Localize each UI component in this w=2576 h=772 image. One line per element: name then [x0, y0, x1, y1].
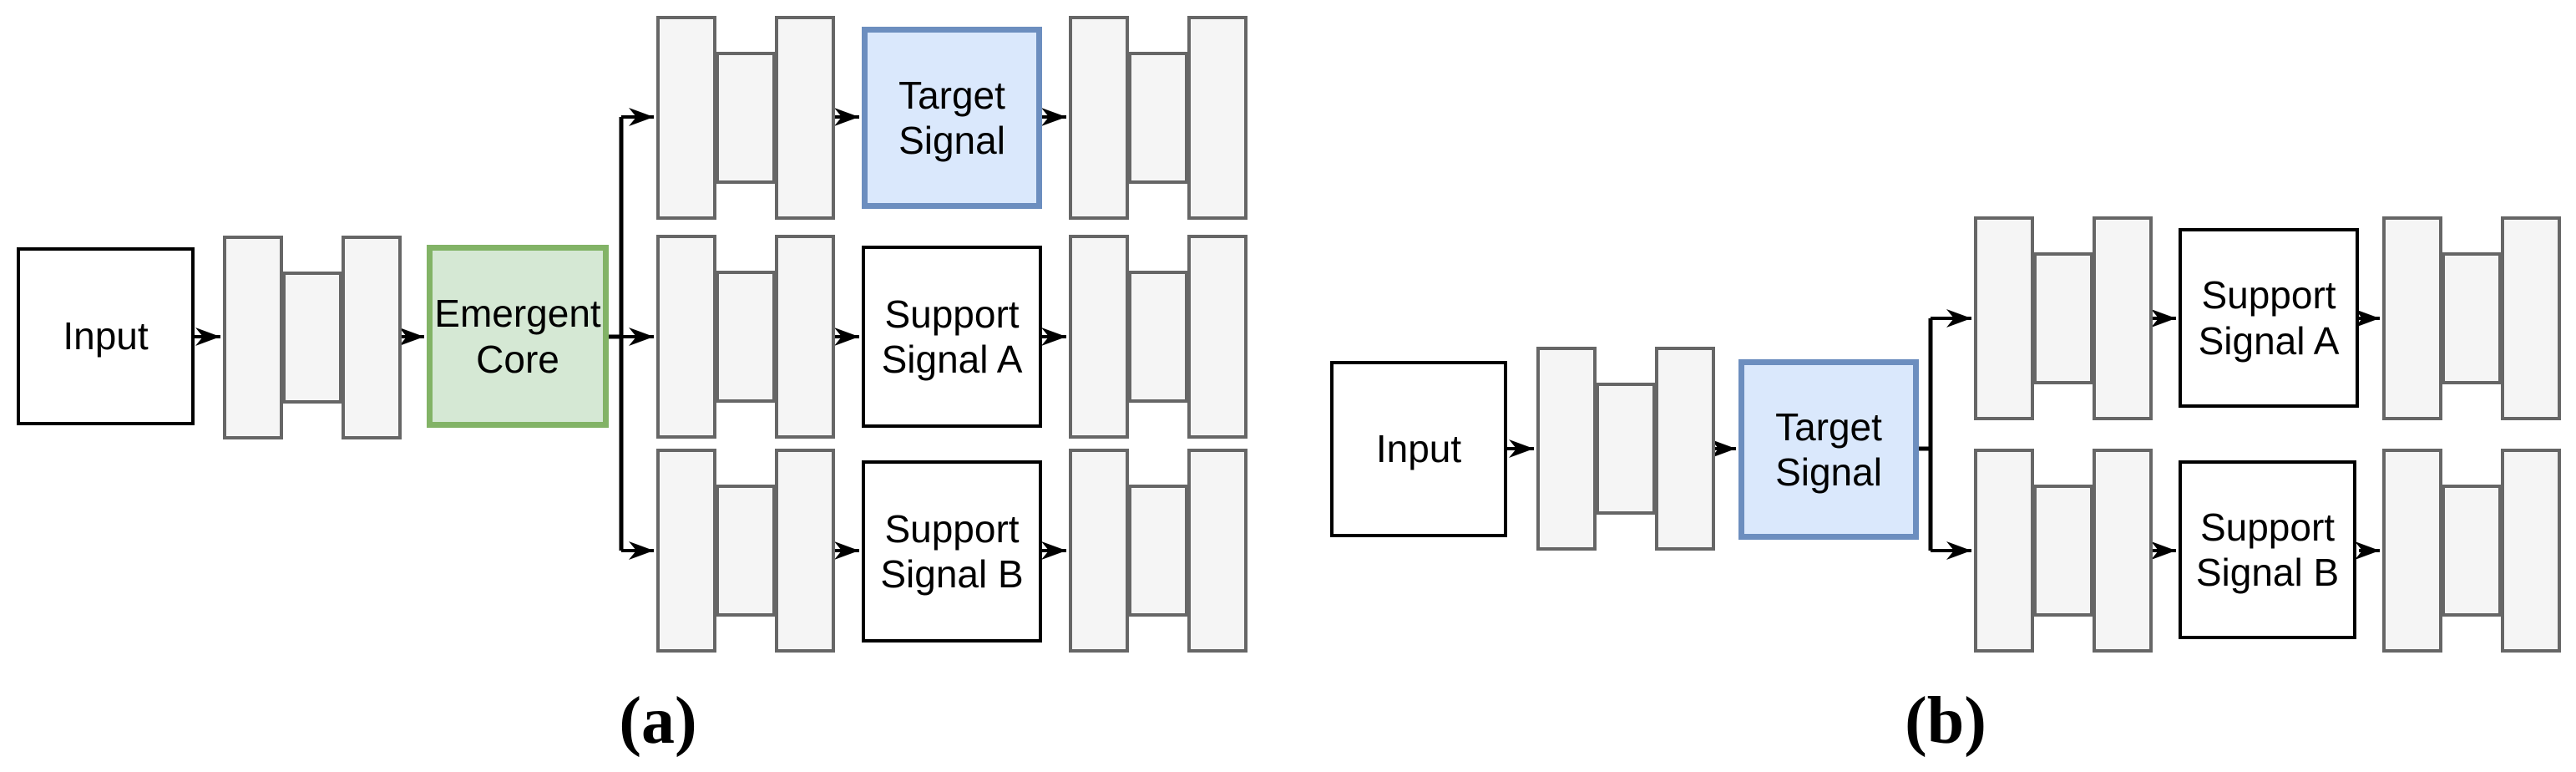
- b-support-signal-b-box: Support Signal B: [2179, 460, 2356, 639]
- a-support-signal-b-label: Support Signal B: [880, 506, 1024, 596]
- conv-bar: [2501, 216, 2561, 420]
- bottleneck-bar: [1596, 383, 1656, 515]
- a-row1-post-block-group: [1069, 16, 1248, 220]
- a-target-signal-box: Target Signal: [862, 27, 1042, 209]
- branch-line-a: [609, 117, 624, 551]
- conv-bar: [1069, 235, 1129, 439]
- conv-bar: [1187, 16, 1248, 220]
- b-support-signal-b-label: Support Signal B: [2195, 505, 2340, 594]
- a-support-signal-a-label: Support Signal A: [881, 292, 1023, 381]
- a-input-label: Input: [63, 314, 149, 358]
- bottleneck-bar: [716, 271, 776, 403]
- caption-a: (a): [619, 684, 697, 758]
- a-support-signal-a-box: Support Signal A: [862, 246, 1042, 428]
- bottleneck-bar: [2442, 252, 2502, 384]
- conv-bar: [656, 449, 716, 653]
- b-input-label: Input: [1375, 427, 1462, 471]
- caption-b: (b): [1905, 684, 1986, 758]
- a-row3-post-block-group: [1069, 449, 1248, 653]
- conv-bar: [2382, 449, 2442, 653]
- conv-bar: [775, 235, 835, 439]
- bottleneck-bar: [2033, 485, 2093, 617]
- conv-bar: [2093, 216, 2153, 420]
- b-row2-pre-block-group: [1974, 449, 2153, 653]
- bottleneck-bar: [282, 272, 342, 404]
- b-target-signal-label: Target Signal: [1775, 404, 1882, 494]
- conv-bar: [656, 235, 716, 439]
- b-row1-post-block-group: [2382, 216, 2561, 420]
- conv-bar: [1974, 449, 2034, 653]
- conv-bar: [2382, 216, 2442, 420]
- conv-bar: [223, 236, 283, 439]
- conv-bar: [656, 16, 716, 220]
- bottleneck-bar: [1128, 485, 1188, 617]
- a-row2-post-block-group: [1069, 235, 1248, 439]
- bottleneck-bar: [2442, 485, 2502, 617]
- b-row1-pre-block-group: [1974, 216, 2153, 420]
- a-support-signal-b-box: Support Signal B: [862, 460, 1042, 642]
- conv-bar: [2093, 449, 2153, 653]
- a-emergent-core-box: Emergent Core: [427, 245, 609, 428]
- conv-bar: [2501, 449, 2561, 653]
- a-emergent-core-label: Emergent Core: [434, 292, 601, 381]
- conv-bar: [1187, 449, 1248, 653]
- conv-bar: [1536, 347, 1597, 551]
- conv-bar: [1974, 216, 2034, 420]
- bottleneck-bar: [1128, 52, 1188, 184]
- a-row2-pre-block-group: [656, 235, 835, 439]
- conv-bar: [1069, 16, 1129, 220]
- conv-bar: [775, 449, 835, 653]
- a-row1-pre-block-group: [656, 16, 835, 220]
- branch-line-b: [1919, 318, 1933, 551]
- a-target-signal-label: Target Signal: [898, 73, 1005, 162]
- b-support-signal-a-box: Support Signal A: [2179, 228, 2359, 408]
- conv-bar: [1069, 449, 1129, 653]
- bottleneck-bar: [1128, 271, 1188, 403]
- b-target-signal-box: Target Signal: [1738, 359, 1919, 540]
- a-row3-pre-block-group: [656, 449, 835, 653]
- a-encoder-block-group: [223, 236, 402, 439]
- b-row2-post-block-group: [2382, 449, 2561, 653]
- b-support-signal-a-label: Support Signal A: [2198, 273, 2340, 363]
- bottleneck-bar: [716, 485, 776, 617]
- b-encoder-block-group: [1536, 347, 1715, 551]
- b-input-box: Input: [1330, 361, 1507, 537]
- bottleneck-bar: [2033, 252, 2093, 384]
- conv-bar: [775, 16, 835, 220]
- conv-bar: [342, 236, 402, 439]
- conv-bar: [1655, 347, 1715, 551]
- conv-bar: [1187, 235, 1248, 439]
- bottleneck-bar: [716, 52, 776, 184]
- a-input-box: Input: [17, 247, 195, 425]
